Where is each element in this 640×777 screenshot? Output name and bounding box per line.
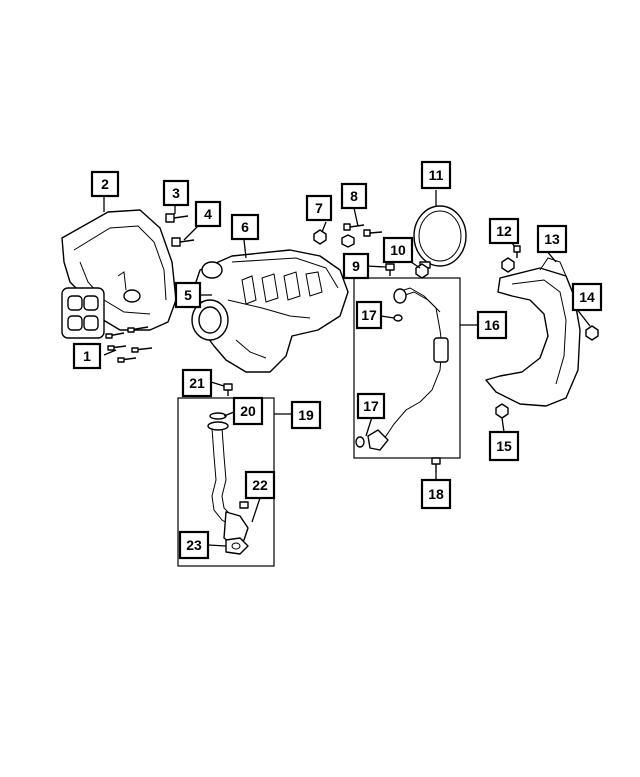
nut-14-part xyxy=(585,325,599,341)
oil-return-tube-part xyxy=(207,412,249,545)
svg-text:20: 20 xyxy=(240,403,256,419)
svg-text:19: 19 xyxy=(298,407,314,423)
leader-lines xyxy=(103,190,591,547)
svg-text:10: 10 xyxy=(390,242,406,258)
callout-15: 15 xyxy=(488,430,520,462)
callout-17-upper: 17 xyxy=(355,300,383,330)
stud-8-part xyxy=(341,223,383,248)
svg-text:22: 22 xyxy=(252,477,268,493)
svg-text:12: 12 xyxy=(496,223,512,239)
oil-feed-line-group-frame xyxy=(353,277,461,459)
v-band-clamp-part xyxy=(413,205,467,269)
svg-text:3: 3 xyxy=(172,185,180,201)
callout-16: 16 xyxy=(476,310,508,340)
callout-9: 9 xyxy=(342,252,370,280)
svg-text:1: 1 xyxy=(83,348,91,364)
svg-text:18: 18 xyxy=(428,486,444,502)
oil-return-gasket-part xyxy=(225,537,249,555)
svg-text:17: 17 xyxy=(363,398,379,414)
callout-12: 12 xyxy=(488,217,520,245)
svg-text:15: 15 xyxy=(496,438,512,454)
bolt-12-part xyxy=(501,245,521,273)
nut-15-part xyxy=(495,403,509,419)
svg-text:23: 23 xyxy=(186,537,202,553)
callout-19: 19 xyxy=(290,400,322,430)
nut-7-part xyxy=(313,229,327,245)
bolt-9-part xyxy=(385,263,395,276)
svg-text:5: 5 xyxy=(184,287,192,303)
callout-8: 8 xyxy=(340,182,368,210)
callout-3: 3 xyxy=(162,179,190,207)
callout-14: 14 xyxy=(571,282,603,312)
stud-set-part xyxy=(105,326,153,363)
svg-text:6: 6 xyxy=(241,219,249,235)
callout-4: 4 xyxy=(194,200,222,228)
callout-13: 13 xyxy=(536,224,568,254)
svg-text:9: 9 xyxy=(352,258,360,274)
callout-11: 11 xyxy=(420,160,452,190)
bolt-21-part xyxy=(223,383,233,396)
svg-text:14: 14 xyxy=(579,289,595,305)
svg-text:4: 4 xyxy=(204,206,212,222)
callout-22: 22 xyxy=(244,470,276,500)
callout-1: 1 xyxy=(72,342,102,370)
callout-6: 6 xyxy=(230,213,260,241)
svg-text:21: 21 xyxy=(189,375,205,391)
callout-2: 2 xyxy=(90,170,120,198)
svg-text:11: 11 xyxy=(429,167,444,183)
callout-17-lower: 17 xyxy=(356,392,386,420)
svg-text:2: 2 xyxy=(101,176,109,192)
exhaust-gasket-part xyxy=(61,287,105,339)
turbocharger-manifold-part xyxy=(191,249,349,373)
callout-7: 7 xyxy=(305,194,333,222)
callout-5: 5 xyxy=(174,281,202,309)
svg-text:13: 13 xyxy=(544,231,560,247)
oil-feed-line-part xyxy=(355,287,449,451)
bolt-4-part xyxy=(171,237,195,247)
svg-text:17: 17 xyxy=(361,307,377,323)
callout-10: 10 xyxy=(382,236,414,264)
callout-20: 20 xyxy=(232,396,264,426)
svg-text:7: 7 xyxy=(315,200,323,216)
svg-text:8: 8 xyxy=(350,188,358,204)
bolt-3-part xyxy=(165,213,189,223)
callout-18: 18 xyxy=(420,478,452,510)
bolt-18-part xyxy=(431,457,441,472)
callout-21: 21 xyxy=(181,368,213,398)
callout-23: 23 xyxy=(178,530,210,560)
svg-text:16: 16 xyxy=(484,317,500,333)
